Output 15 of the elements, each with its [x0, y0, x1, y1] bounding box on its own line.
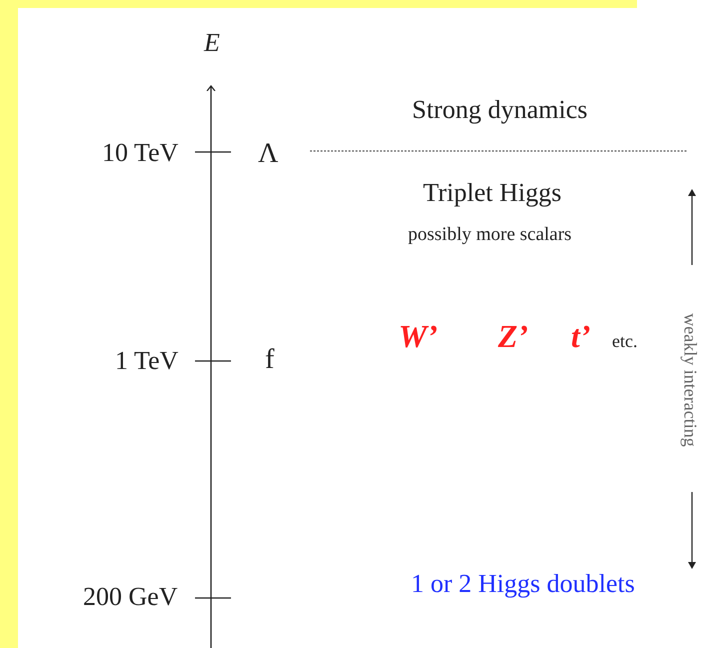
note-text: etc.	[612, 332, 638, 350]
region-label: 1 or 2 Higgs doublets	[411, 571, 635, 597]
scale-symbol: Λ	[258, 140, 278, 168]
particle-label: W’	[398, 320, 438, 352]
range-label: weakly interacting	[681, 313, 700, 447]
energy-value: 10 TeV	[102, 140, 178, 166]
energy-value: 200 GeV	[83, 584, 178, 610]
region-label: Triplet Higgs	[423, 180, 562, 206]
axis-label: E	[204, 30, 220, 56]
scale-symbol: f	[265, 346, 274, 374]
region-label: Strong dynamics	[412, 97, 588, 123]
energy-value: 1 TeV	[115, 348, 178, 374]
particle-label: t’	[571, 320, 591, 352]
note-text: possibly more scalars	[408, 225, 572, 244]
particle-label: Z’	[498, 320, 528, 352]
